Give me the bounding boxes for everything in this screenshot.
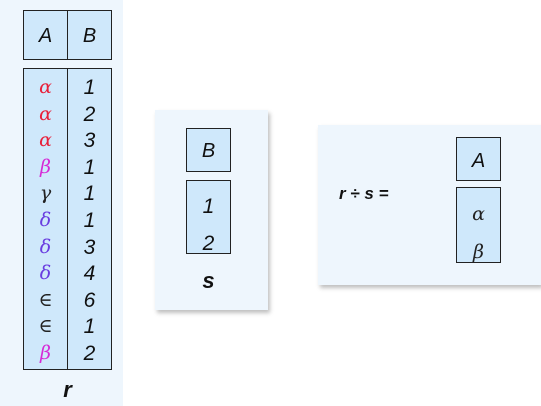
r-cell-b: 4: [83, 262, 96, 285]
relation-s-panel: B 1 2 s: [155, 110, 268, 310]
r-cell-a: ∈: [38, 315, 53, 337]
result-value-1: α: [472, 203, 485, 225]
r-cell-a: γ: [39, 182, 52, 204]
r-cell-a: δ: [39, 262, 52, 284]
r-cell-b: 3: [83, 236, 96, 259]
relation-r-panel: A B α 1 α 2 α 3 β 1 γ 1 δ 1 δ 3 δ 4 ∈ 6 ∈ 1 β 2 r: [0, 0, 123, 406]
r-caption: r: [63, 377, 72, 402]
r-cell-a: β: [40, 342, 51, 364]
result-header-cell: [456, 137, 501, 181]
r-cell-a: α: [39, 103, 52, 125]
r-header-a: A: [38, 25, 53, 47]
r-cell-a: δ: [39, 209, 52, 231]
r-cell-b: 1: [83, 209, 96, 232]
r-cell-b: 2: [83, 342, 96, 365]
result-header: A: [471, 150, 486, 172]
r-header-b: B: [82, 25, 97, 47]
r-cell-b: 3: [83, 129, 96, 152]
s-caption: s: [202, 268, 215, 293]
r-cell-b: 6: [83, 289, 96, 312]
r-cell-b: 1: [83, 182, 96, 205]
r-cell-b: 1: [83, 76, 96, 99]
r-column-b-body: [67, 68, 112, 370]
r-cell-a: ∈: [38, 289, 53, 311]
s-value-2: 2: [202, 232, 215, 255]
s-header: B: [201, 140, 216, 162]
result-values-cell: [456, 187, 501, 263]
r-column-a-body: [23, 68, 68, 370]
r-cell-b: 1: [83, 315, 96, 338]
result-panel: r ÷ s = A α β: [318, 125, 541, 285]
r-cell-b: 2: [83, 103, 96, 126]
s-value-1: 1: [202, 195, 215, 218]
s-header-cell: [186, 128, 231, 172]
r-header-a-cell: [23, 10, 68, 60]
r-cell-b: 1: [83, 156, 96, 179]
division-expression: r ÷ s =: [339, 184, 389, 203]
r-cell-a: α: [39, 129, 52, 151]
s-values-cell: [186, 180, 231, 254]
r-cell-a: β: [40, 156, 51, 178]
r-header-b-cell: [67, 10, 112, 60]
r-cell-a: α: [39, 76, 52, 98]
result-value-2: β: [473, 241, 484, 263]
r-cell-a: δ: [39, 236, 52, 258]
